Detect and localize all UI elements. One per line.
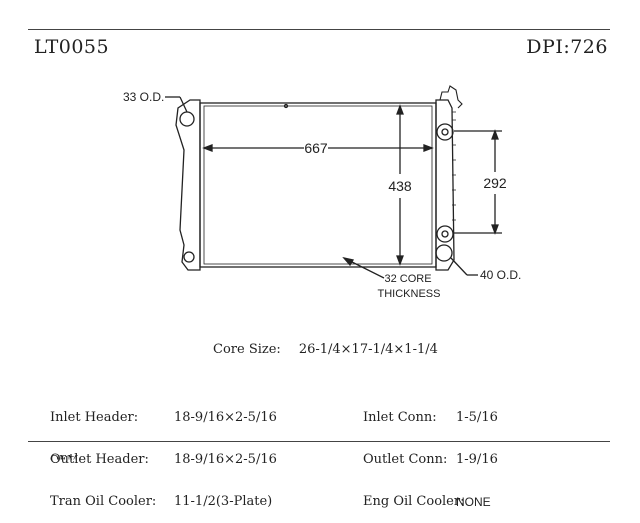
- part-number: LT0055: [34, 36, 110, 58]
- right-tank: [435, 99, 455, 271]
- bottom-left-port: [183, 251, 195, 263]
- inlet-conn-label: Inlet Conn:: [363, 410, 437, 425]
- outlet-header-label: Outlet Header:: [50, 452, 149, 467]
- tube-spacing-label: 292: [483, 175, 507, 191]
- inlet-header-value: 18-9/16×2-5/16: [174, 410, 277, 425]
- outlet-leader: [450, 257, 468, 276]
- inlet-conn-value: 1-5/16: [456, 410, 498, 425]
- inlet-od-label: 33 O.D.: [123, 90, 164, 104]
- inlet-header-label: Inlet Header:: [50, 410, 139, 425]
- spec-right-values: 1-5/16 1-9/16 NONE: [456, 383, 498, 523]
- tran-oil-cooler-value: 11-1/2(3-Plate): [174, 494, 273, 509]
- radiator-drawing: 667 438 292 33 O.D. 40 O.D. 32 CORE THIC…: [123, 85, 521, 300]
- oem-label: OEM:: [50, 453, 83, 466]
- core-width-label: 667: [304, 140, 328, 156]
- dpi-label: DPI:726: [526, 36, 608, 58]
- core-height-label: 438: [388, 178, 412, 194]
- outlet-od-label: 40 O.D.: [480, 268, 521, 282]
- outlet-conn-value: 1-9/16: [456, 452, 498, 467]
- core-thickness-line1: 32 CORE: [384, 273, 431, 285]
- filler-neck: [439, 85, 463, 109]
- outlet-header-value: 18-9/16×2-5/16: [174, 452, 277, 467]
- oil-cooler-fitting-bottom: [436, 225, 454, 243]
- spec-right-labels: Inlet Conn: Outlet Conn: Eng Oil Cooler:: [363, 383, 464, 523]
- outlet-conn-label: Outlet Conn:: [363, 452, 448, 467]
- core-size-row: Core Size: 26-1/4×17-1/4×1-1/4: [213, 342, 438, 357]
- spec-left-values: 18-9/16×2-5/16 18-9/16×2-5/16 11-1/2(3-P…: [174, 383, 277, 523]
- oil-cooler-fitting-top: [436, 123, 454, 141]
- core-thickness-line2: THICKNESS: [378, 288, 441, 300]
- core-size-label: Core Size:: [213, 342, 281, 357]
- bottom-rule: [28, 441, 610, 442]
- top-rule: [28, 29, 610, 30]
- outlet-port-circle: [435, 244, 453, 262]
- eng-oil-cooler-value: NONE: [456, 495, 491, 509]
- core-size-value: 26-1/4×17-1/4×1-1/4: [298, 342, 438, 357]
- spec-left-labels: Inlet Header: Outlet Header: Tran Oil Co…: [50, 383, 156, 523]
- inlet-port-circle: [179, 111, 195, 127]
- eng-oil-cooler-label: Eng Oil Cooler:: [363, 494, 465, 509]
- tran-oil-cooler-label: Tran Oil Cooler:: [50, 494, 157, 509]
